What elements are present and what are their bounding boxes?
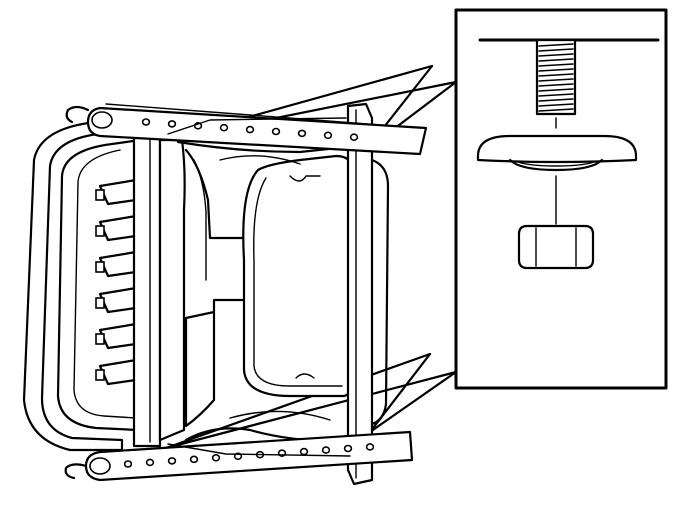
upper-rail-holes bbox=[141, 118, 359, 141]
bolt-thread-line bbox=[538, 103, 574, 107]
bolt-thread-line bbox=[538, 78, 574, 82]
cushion-clip bbox=[95, 297, 105, 309]
bolt-thread-line bbox=[538, 93, 574, 97]
center-bracket-edge bbox=[193, 159, 207, 281]
rail-hole bbox=[145, 458, 155, 467]
seat-pan-inner-lip bbox=[253, 177, 343, 387]
rail-hole bbox=[189, 455, 199, 464]
fastener-detail-inset bbox=[454, 8, 668, 390]
rail-hole bbox=[123, 460, 133, 468]
bolt-thread-line bbox=[538, 88, 574, 92]
seat-pan-tab-lower bbox=[295, 373, 315, 379]
rail-hole bbox=[349, 133, 359, 141]
cushion-clip bbox=[95, 333, 105, 345]
right-post-bracket bbox=[370, 158, 390, 426]
bolt-thread-line bbox=[538, 53, 574, 57]
cushion-clip bbox=[95, 225, 105, 237]
upper-cross-tube bbox=[167, 117, 347, 135]
bolt-thread-line bbox=[538, 68, 574, 72]
rail-hole bbox=[167, 120, 177, 128]
rail-hole bbox=[141, 118, 151, 126]
washer-icon bbox=[476, 134, 638, 172]
rail-hole bbox=[271, 127, 281, 136]
upper-rail bbox=[65, 103, 428, 156]
cushion-panel bbox=[56, 138, 142, 432]
lower-rail-hook bbox=[64, 463, 88, 480]
seat-pan-crease-lower bbox=[229, 410, 331, 421]
bolt-thread-line bbox=[538, 43, 574, 47]
rail-hole bbox=[211, 453, 221, 462]
bolt-thread-line bbox=[538, 83, 574, 87]
rail-hole bbox=[167, 457, 177, 465]
rail-hole bbox=[321, 446, 331, 454]
bolt-icon bbox=[535, 38, 577, 116]
bolt-thread-line bbox=[538, 63, 574, 67]
right-side-post bbox=[346, 102, 374, 486]
rail-hole bbox=[343, 444, 353, 453]
cushion-clip bbox=[95, 261, 105, 273]
cushion-inner-edge bbox=[73, 149, 137, 419]
lower-rail-pivot bbox=[89, 457, 111, 475]
cushion-ribs bbox=[95, 178, 138, 386]
upper-rail-hook bbox=[65, 105, 90, 124]
seat-pan-tab bbox=[289, 175, 321, 182]
bolt-thread-line bbox=[538, 98, 574, 102]
rail-hole bbox=[323, 131, 333, 140]
bolt-thread-line bbox=[538, 58, 574, 62]
center-tunnel bbox=[158, 138, 186, 442]
cushion-clip bbox=[95, 369, 105, 381]
rail-hole bbox=[297, 129, 307, 138]
seat-frame-icon bbox=[22, 102, 428, 486]
left-side-plate bbox=[132, 130, 162, 448]
rail-hole bbox=[245, 125, 255, 134]
upper-rail-pivot bbox=[91, 111, 113, 129]
detail-inset-border bbox=[454, 8, 668, 390]
rail-hole bbox=[219, 123, 229, 132]
seat-pan-crease bbox=[219, 155, 301, 165]
bolt-thread-line bbox=[538, 73, 574, 77]
lower-cross-tube bbox=[167, 443, 351, 457]
nut-icon bbox=[517, 224, 595, 270]
rail-hole bbox=[365, 443, 375, 451]
bolt-thread-line bbox=[538, 48, 574, 52]
center-bracket bbox=[184, 148, 254, 428]
bolt-thread-line bbox=[538, 108, 574, 112]
rail-hole bbox=[299, 447, 309, 456]
cushion-clip bbox=[95, 189, 105, 201]
